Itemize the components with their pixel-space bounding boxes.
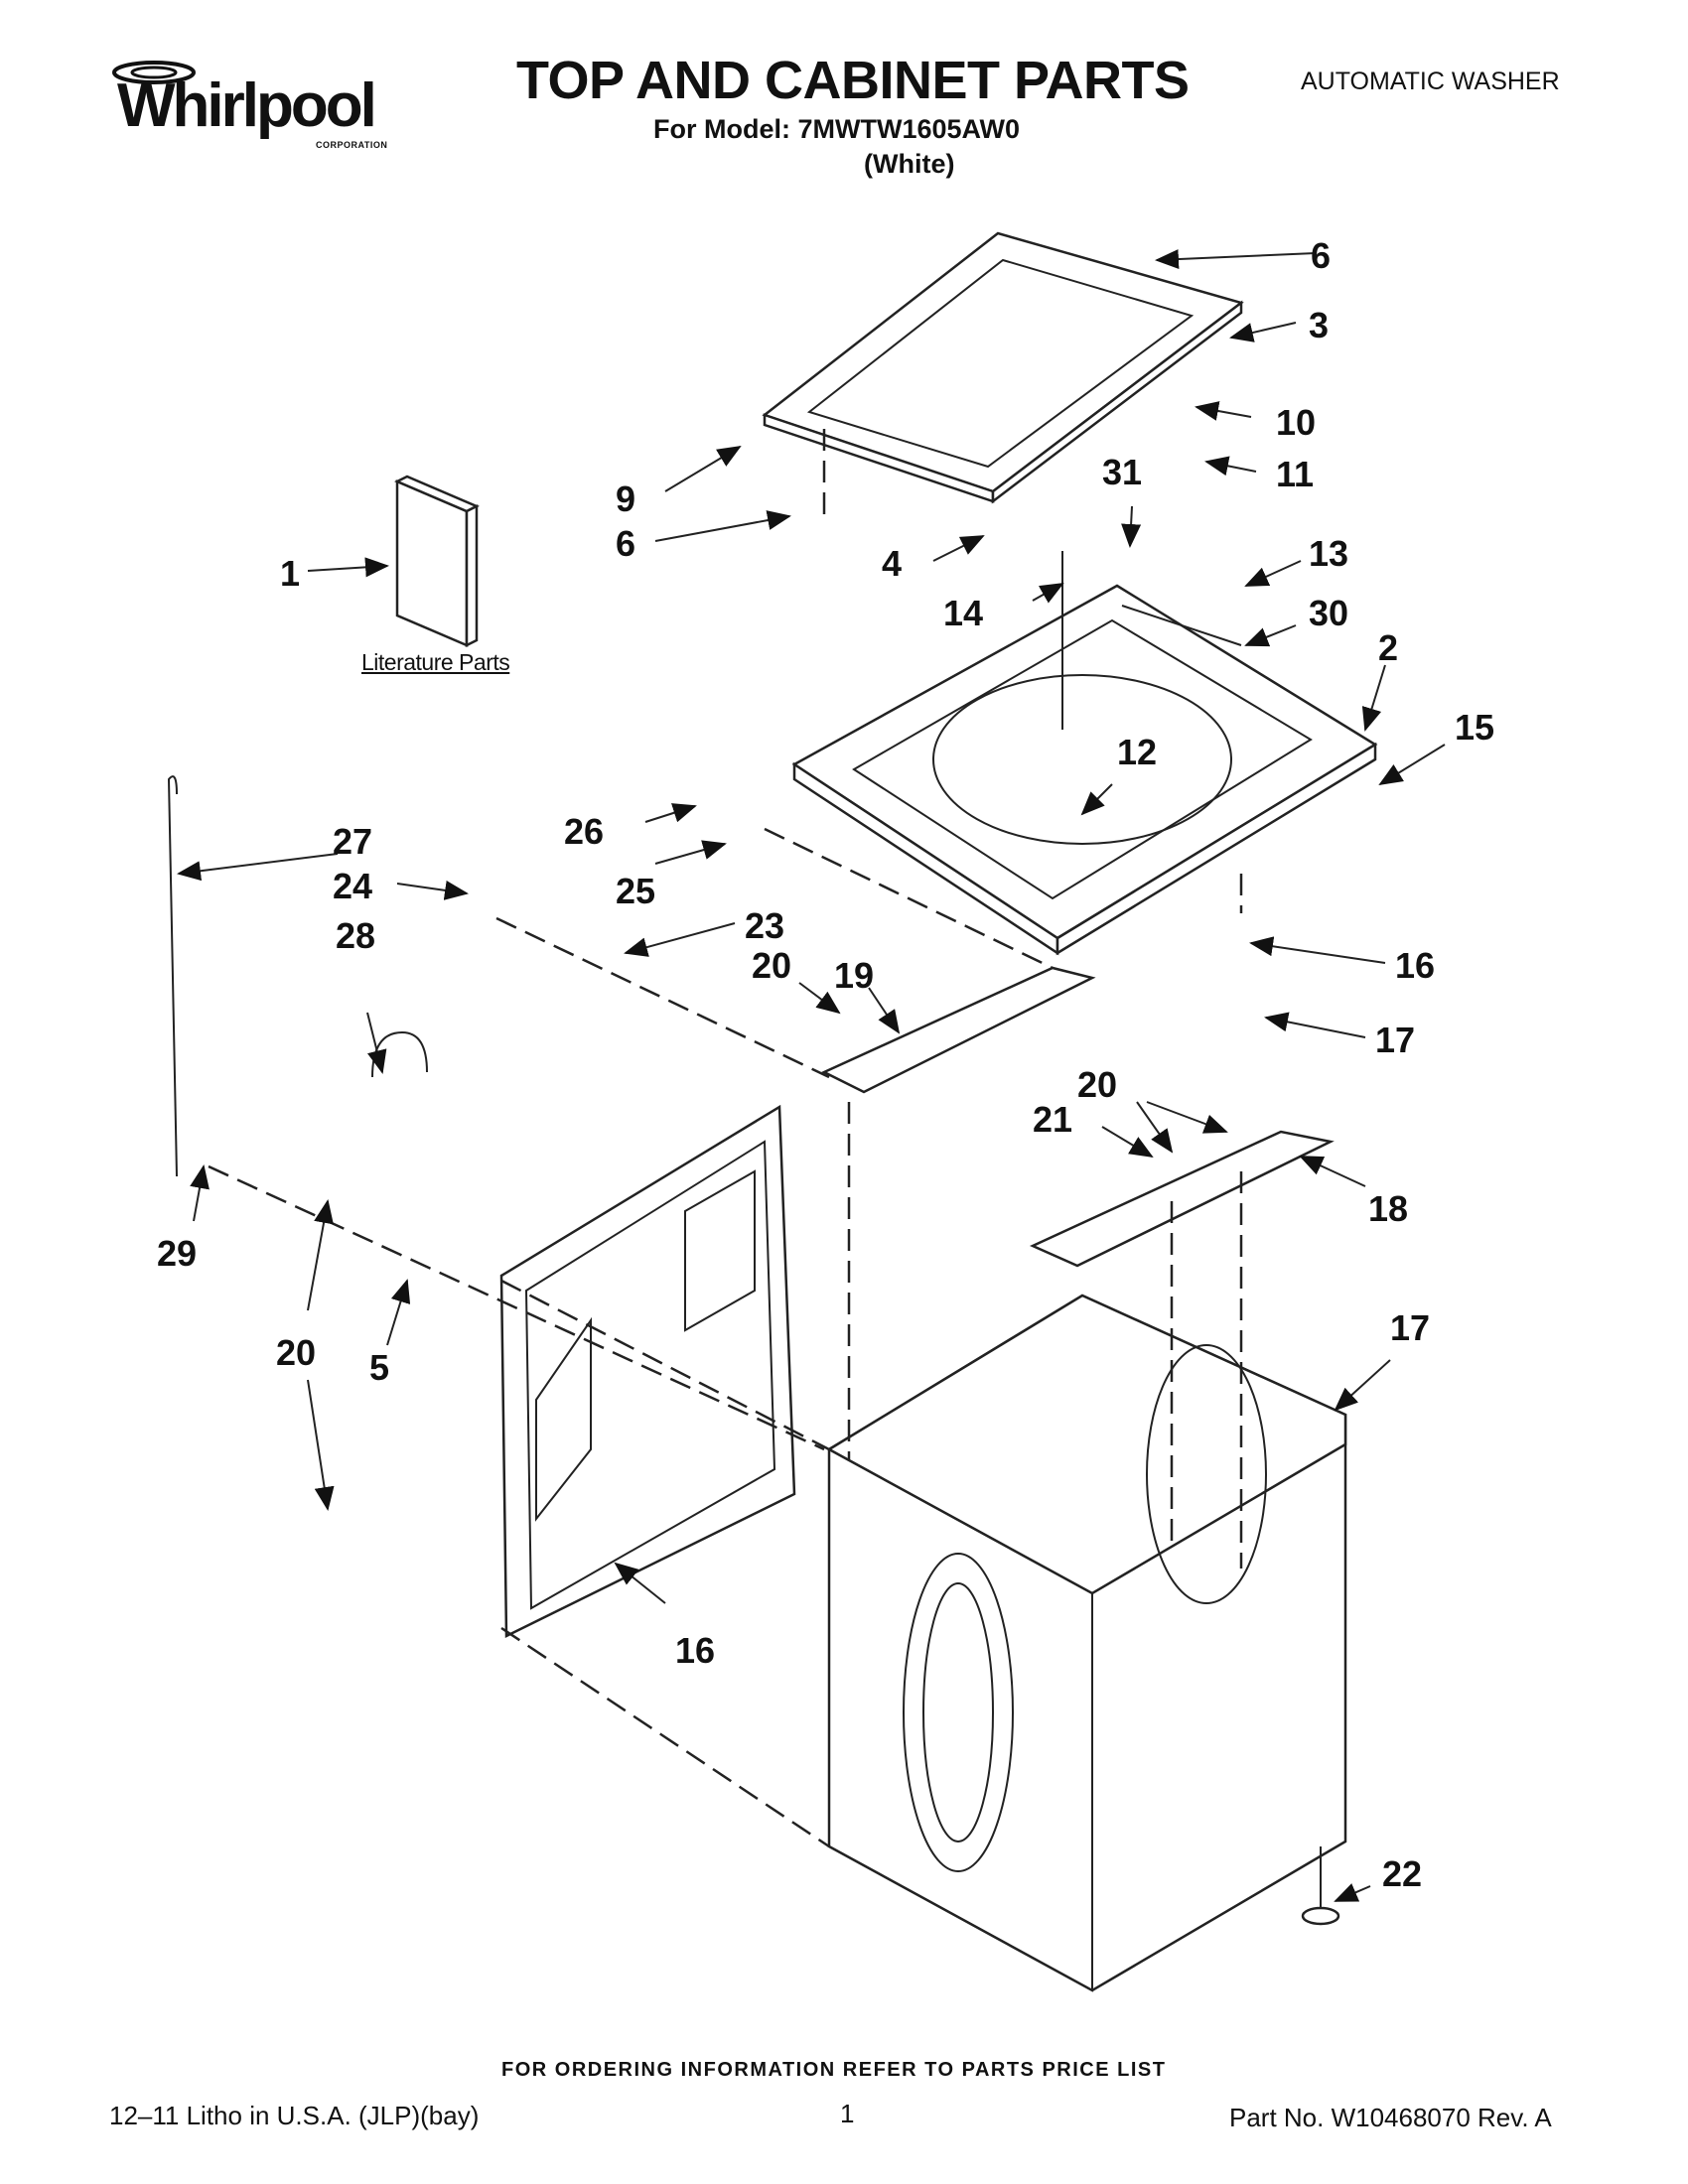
ordering-note: FOR ORDERING INFORMATION REFER TO PARTS … xyxy=(501,2059,1167,2081)
brand-name: Whirlpool xyxy=(117,71,377,140)
drain-hose xyxy=(167,775,178,1177)
callout-22: 22 xyxy=(1382,1853,1422,1894)
color-line: (White) xyxy=(864,149,955,179)
callout-7: 9 xyxy=(616,478,635,519)
document-type: AUTOMATIC WASHER xyxy=(1301,68,1560,95)
page-number: 1 xyxy=(840,2099,855,2128)
part-number: Part No. W10468070 Rev. A xyxy=(1229,2103,1552,2132)
callout-30: 30 xyxy=(1309,593,1348,633)
lid xyxy=(762,231,1244,504)
top-bracket-right xyxy=(1029,1130,1335,1268)
callout-17: 17 xyxy=(1390,1307,1430,1348)
callout-1: 1 xyxy=(280,553,300,594)
callout-4: 4 xyxy=(882,543,902,584)
callout-labels: 6 3 10 11 9 6 4 31 13 14 30 2 15 12 1 26… xyxy=(157,235,1494,1894)
callout-12: 14 xyxy=(943,593,983,633)
callout-14: 16 xyxy=(1395,945,1435,986)
callout-20-mid: 20 xyxy=(752,945,791,986)
callout-6-top: 6 xyxy=(1311,235,1331,276)
callout-8: 10 xyxy=(1276,402,1316,443)
literature-parts-label: Literature Parts xyxy=(361,649,510,675)
callout-20-right: 20 xyxy=(1077,1064,1117,1105)
top-bracket-left xyxy=(821,966,1096,1094)
callout-2: 2 xyxy=(1378,627,1398,668)
callout-20-left-upper: 20 xyxy=(276,1332,316,1373)
whirlpool-logo-swirl-icon xyxy=(112,61,196,84)
cabinet xyxy=(826,1294,1347,1992)
top-panel xyxy=(791,551,1378,956)
callout-21: 21 xyxy=(1033,1099,1072,1140)
callout-23: 23 xyxy=(745,905,784,946)
callout-16: 16 xyxy=(675,1630,715,1671)
callout-19: 19 xyxy=(834,955,874,996)
leveling-leg xyxy=(1301,1846,1340,1926)
callout-26: 26 xyxy=(564,811,604,852)
callout-5: 5 xyxy=(369,1347,389,1388)
callout-29: 29 xyxy=(157,1233,197,1274)
callout-9: 11 xyxy=(1276,454,1314,494)
callout-10: 12 xyxy=(1117,732,1157,772)
model-line: For Model: 7MWTW1605AW0 xyxy=(653,114,1021,144)
callout-13: 15 xyxy=(1455,707,1494,748)
callout-6-left: 6 xyxy=(616,523,635,564)
callout-3: 3 xyxy=(1309,305,1329,345)
callout-18: 18 xyxy=(1368,1188,1408,1229)
callout-15: 17 xyxy=(1375,1020,1415,1060)
callout-28: 28 xyxy=(336,915,375,956)
hose-clip xyxy=(371,1030,428,1078)
callout-11: 13 xyxy=(1309,533,1348,574)
callout-27: 27 xyxy=(333,821,372,862)
callout-31: 31 xyxy=(1102,452,1142,492)
leader-arrows xyxy=(177,249,1446,1902)
litho-info: 12–11 Litho in U.S.A. (JLP)(bay) xyxy=(109,2101,480,2130)
literature-book xyxy=(394,475,480,648)
brand-subtitle: CORPORATION xyxy=(316,140,388,150)
callout-24: 24 xyxy=(333,866,372,906)
page-title: TOP AND CABINET PARTS xyxy=(516,51,1190,110)
callout-25: 25 xyxy=(616,871,655,911)
rear-panel xyxy=(499,1104,796,1638)
